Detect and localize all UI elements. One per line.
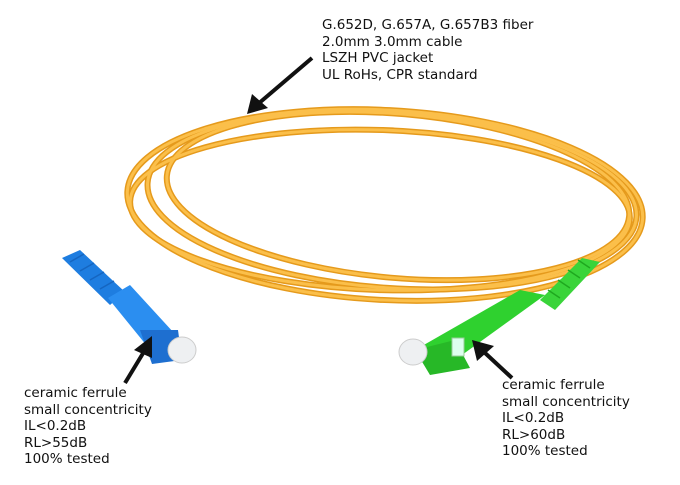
- cable-coil: [124, 106, 646, 304]
- blue-sc-connector: [62, 250, 197, 364]
- spec-line: RL>55dB: [24, 434, 88, 451]
- green-sc-connector: [398, 258, 600, 375]
- spec-line: RL>60dB: [502, 426, 566, 443]
- arrows: [123, 56, 514, 385]
- spec-line: UL RoHs, CPR standard: [322, 66, 478, 83]
- arrow-right: [482, 350, 514, 380]
- spec-line: small concentricity: [502, 393, 630, 410]
- spec-line: 100% tested: [502, 443, 588, 459]
- spec-line: 100% tested: [24, 451, 110, 467]
- spec-line: IL<0.2dB: [24, 418, 87, 434]
- spec-line: ceramic ferrule: [24, 385, 127, 401]
- left-connector-note: ceramic ferrule small concentricity IL<0…: [24, 385, 152, 468]
- spec-line: IL<0.2dB: [502, 410, 565, 426]
- spec-line: small concentricity: [24, 401, 152, 418]
- spec-line: G.652D, G.657A, G.657B3 fiber: [322, 17, 534, 33]
- spec-line: 2.0mm 3.0mm cable: [322, 33, 463, 50]
- spec-line: LSZH PVC jacket: [322, 50, 434, 66]
- right-connector-note: ceramic ferrule small concentricity IL<0…: [502, 377, 630, 460]
- arrow-left: [123, 348, 147, 385]
- arrow-top: [256, 56, 314, 106]
- cable-spec-note: G.652D, G.657A, G.657B3 fiber 2.0mm 3.0m…: [322, 17, 533, 83]
- spec-line: ceramic ferrule: [502, 377, 605, 393]
